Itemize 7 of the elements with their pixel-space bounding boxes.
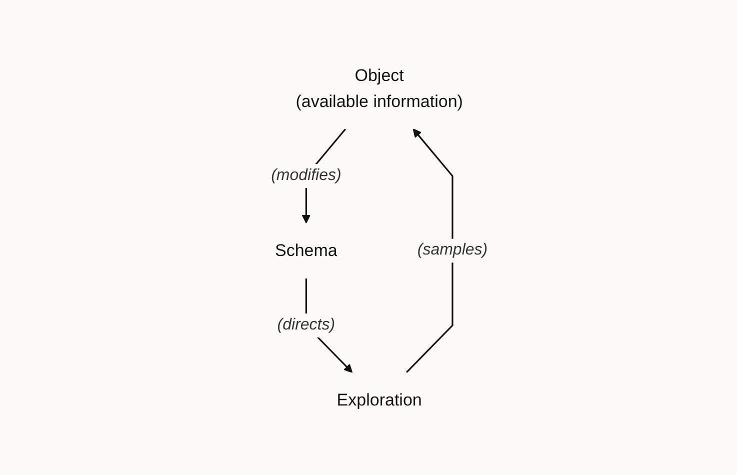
edge-label: (directs) [276,316,335,333]
edge-label: (samples) [416,241,488,258]
arrow [405,128,453,373]
node-text: Schema [274,240,337,260]
edge-label: (modifies) [270,166,341,184]
node-text: Exploration [336,390,422,409]
node-text: Object (available information) [295,66,462,110]
